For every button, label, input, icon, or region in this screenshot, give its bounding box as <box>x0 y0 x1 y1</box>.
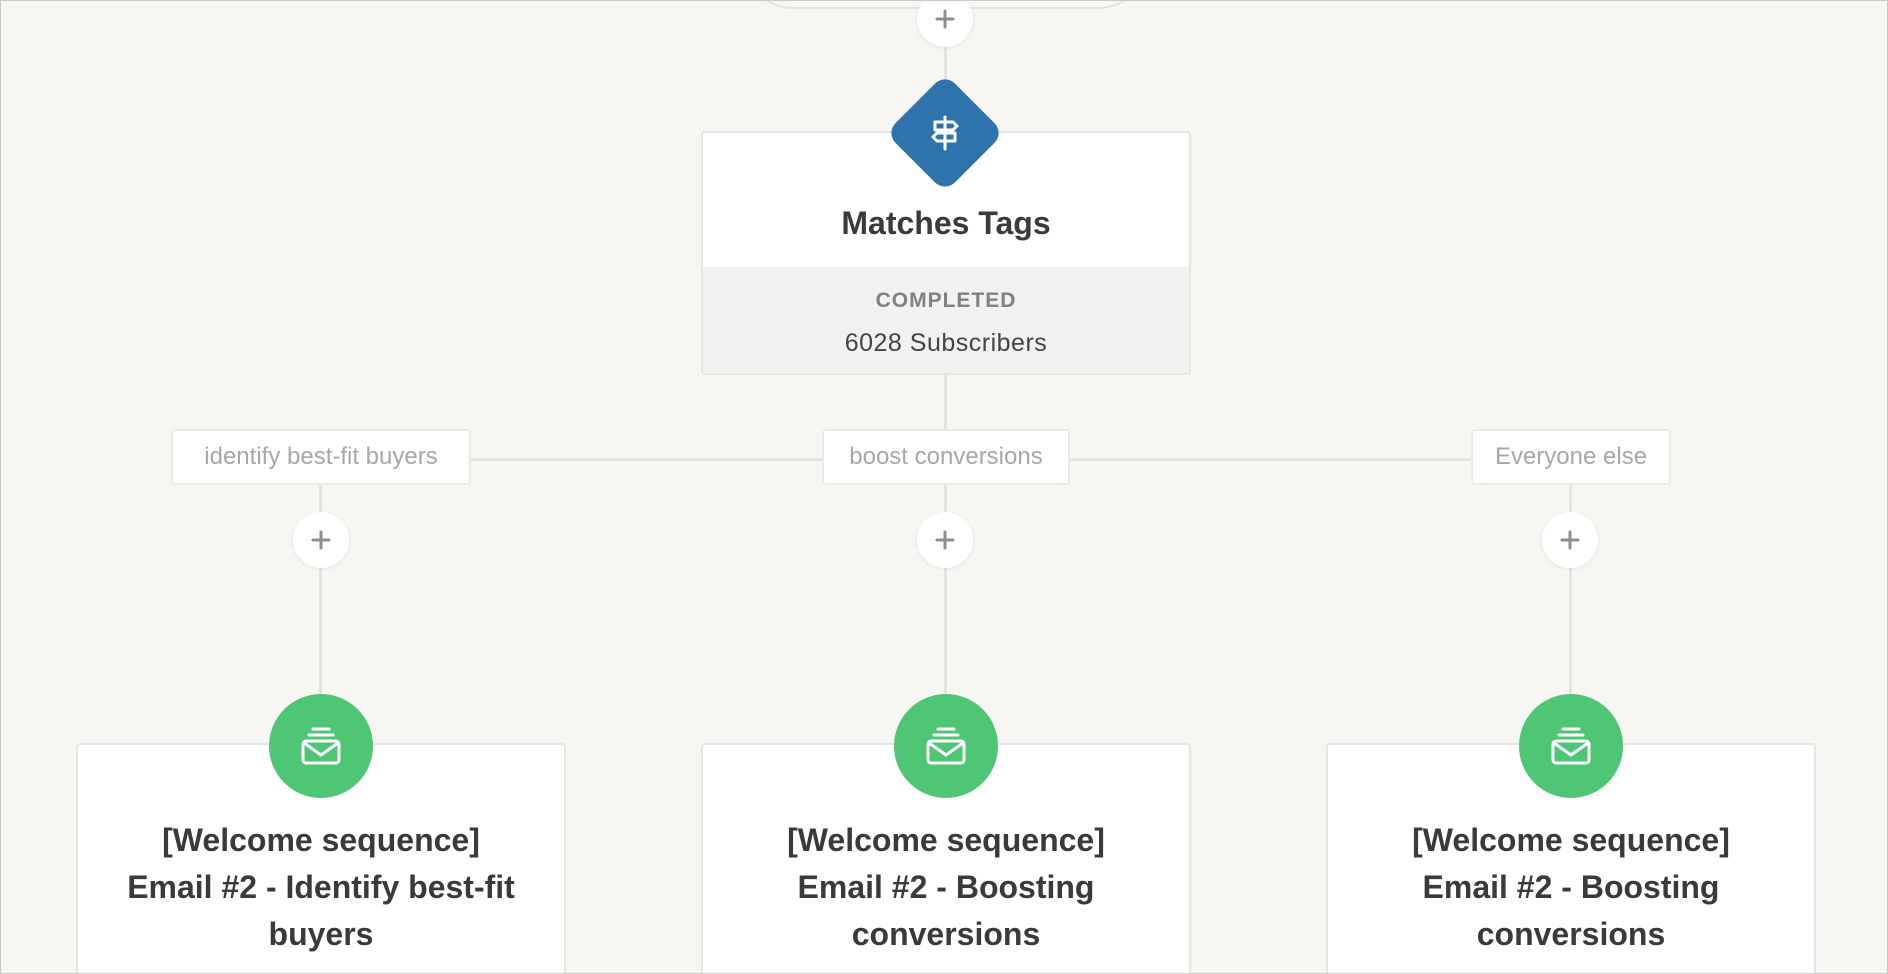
email-card-branch-3[interactable]: [Welcome sequence] Email #2 - Boosting c… <box>1326 743 1816 973</box>
email-icon-badge <box>269 694 373 798</box>
condition-title: Matches Tags <box>841 205 1051 241</box>
email-title-line: Email #2 - Boosting conversions <box>1422 869 1720 952</box>
branch-label-boost-conversions[interactable]: boost conversions <box>822 429 1070 485</box>
email-title-line: [Welcome sequence] <box>1412 822 1730 858</box>
email-stack-icon <box>301 727 341 765</box>
email-title: [Welcome sequence] Email #2 - Boosting c… <box>773 817 1119 958</box>
email-icon-badge <box>894 694 998 798</box>
add-step-button-branch-2[interactable] <box>917 512 973 568</box>
condition-stats: COMPLETED 6028 Subscribers <box>703 267 1189 373</box>
email-title-line: [Welcome sequence] <box>162 822 480 858</box>
add-step-button-branch-1[interactable] <box>293 512 349 568</box>
connector-line <box>319 459 322 695</box>
plus-icon <box>1560 530 1580 550</box>
subscriber-count: 6028 Subscribers <box>844 329 1048 357</box>
email-card-branch-1[interactable]: [Welcome sequence] Email #2 - Identify b… <box>76 743 566 973</box>
add-step-button-branch-3[interactable] <box>1542 512 1598 568</box>
email-stack-icon <box>1551 727 1591 765</box>
branch-label-everyone-else[interactable]: Everyone else <box>1471 429 1671 485</box>
signpost-icon <box>920 108 970 158</box>
connector-line <box>1569 459 1572 695</box>
plus-icon <box>935 9 955 29</box>
email-title-line: Email #2 - Identify best-fit buyers <box>127 869 515 952</box>
connector-line <box>944 31 947 101</box>
email-title-line: [Welcome sequence] <box>787 822 1105 858</box>
email-icon-badge <box>1519 694 1623 798</box>
email-stack-icon <box>926 727 966 765</box>
plus-icon <box>935 530 955 550</box>
status-label: COMPLETED <box>875 289 1017 312</box>
email-title: [Welcome sequence] Email #2 - Identify b… <box>88 817 554 958</box>
email-title: [Welcome sequence] Email #2 - Boosting c… <box>1398 817 1744 958</box>
email-title-line: Email #2 - Boosting conversions <box>797 869 1095 952</box>
plus-icon <box>311 530 331 550</box>
connector-line <box>944 375 947 431</box>
add-step-button-top[interactable] <box>917 1 973 47</box>
connector-line <box>944 459 947 695</box>
branch-label-identify-best-fit-buyers[interactable]: identify best-fit buyers <box>171 429 471 485</box>
